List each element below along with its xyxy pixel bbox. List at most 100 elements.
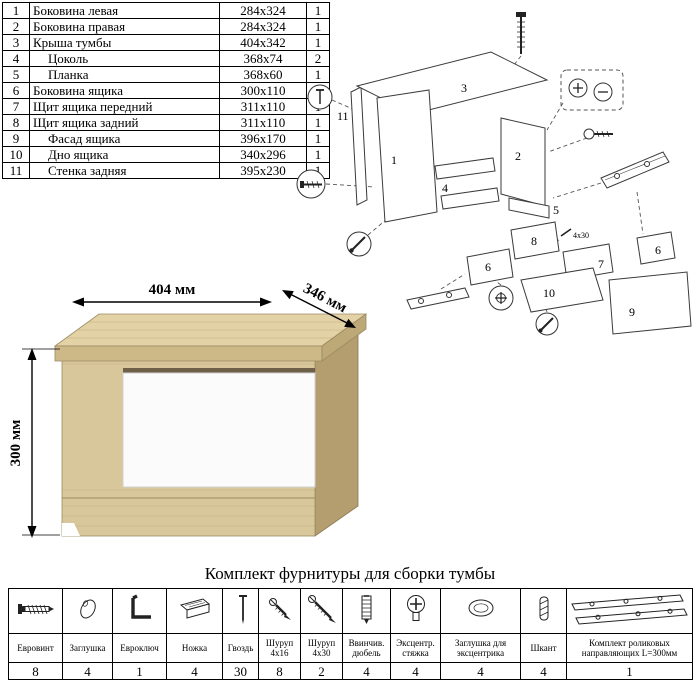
parts-row: 1 Боковина левая 284х324 1 bbox=[2, 2, 330, 19]
foot-icon bbox=[179, 597, 210, 619]
hardware-icons-row bbox=[8, 588, 693, 634]
part-name: Щит ящика задний bbox=[29, 114, 220, 131]
hw-qty: 1 bbox=[112, 662, 167, 680]
part-size: 300х110 bbox=[219, 82, 307, 99]
hw-name: Эксцентр. стяжка bbox=[390, 633, 441, 663]
hardware-title: Комплект фурнитуры для сборки тумбы bbox=[204, 564, 496, 583]
nail-icon bbox=[239, 594, 247, 624]
left-side-panel: 1 bbox=[376, 89, 438, 223]
hw-icon-cell bbox=[342, 588, 391, 634]
dowel-screw-icon bbox=[361, 594, 371, 624]
hardware-qty-row: 8 4 1 4 30 8 2 4 4 4 4 1 bbox=[8, 662, 693, 680]
parts-row: 11 Стенка задняя 395х230 1 bbox=[2, 162, 330, 179]
hw-name: Ввинчив. дюбель bbox=[342, 633, 391, 663]
drawer-side-left: 6 bbox=[466, 248, 514, 286]
hw-qty: 4 bbox=[520, 662, 567, 680]
nail-detail bbox=[307, 84, 333, 110]
dowel-screw-detail bbox=[583, 128, 613, 140]
parts-row: 7 Щит ящика передний 311х110 1 bbox=[2, 98, 330, 115]
part-label: 5 bbox=[553, 203, 559, 217]
part-name: Фасад ящика bbox=[29, 130, 220, 147]
part-number: 1 bbox=[2, 2, 30, 19]
hw-icon-cell bbox=[62, 588, 113, 634]
part-label: 6 bbox=[655, 243, 661, 257]
hw-name: Заглушка bbox=[62, 633, 113, 663]
hw-qty: 30 bbox=[222, 662, 259, 680]
part-label: 3 bbox=[461, 81, 467, 95]
product-drawing: 404 мм 346 мм 300 мм bbox=[8, 280, 385, 570]
hw-icon-cell bbox=[222, 588, 259, 634]
parts-row: 9 Фасад ящика 396х170 1 bbox=[2, 130, 330, 147]
hw-name: Комплект роликовых направляющих L=300мм bbox=[566, 633, 693, 663]
hw-qty: 4 bbox=[166, 662, 223, 680]
hw-qty: 4 bbox=[342, 662, 391, 680]
dowel-icon bbox=[539, 596, 548, 620]
top-panel-edge bbox=[54, 345, 323, 362]
part-name: Щит ящика передний bbox=[29, 98, 220, 115]
screw-4x16-icon bbox=[268, 597, 291, 620]
hw-qty: 4 bbox=[440, 662, 521, 680]
part-size: 404х342 bbox=[219, 34, 307, 51]
part-label: 10 bbox=[543, 286, 555, 300]
hw-icon-cell bbox=[520, 588, 567, 634]
screw-annotation: 4х30 bbox=[560, 228, 589, 240]
hw-icon-cell bbox=[566, 588, 693, 634]
part-label: 8 bbox=[531, 234, 537, 248]
part-label: 4 bbox=[442, 181, 448, 195]
hw-name: Заглушка для эксцентрика bbox=[440, 633, 521, 663]
nightstand-drawing bbox=[53, 313, 368, 537]
part-number: 2 bbox=[2, 18, 30, 35]
hw-name: Гвоздь bbox=[222, 633, 259, 663]
width-dimension: 404 мм bbox=[72, 282, 272, 307]
part-name: Планка bbox=[29, 66, 220, 83]
cam-fitting-detail bbox=[560, 69, 624, 111]
parts-row: 4 Цоколь 368х74 2 bbox=[2, 50, 330, 67]
drawer-back-shield: 8 bbox=[510, 221, 560, 260]
hw-qty: 4 bbox=[390, 662, 441, 680]
hw-icon-cell bbox=[166, 588, 223, 634]
part-number: 8 bbox=[2, 114, 30, 131]
parts-row: 2 Боковина правая 284х324 1 bbox=[2, 18, 330, 35]
drawer-bottom: 10 bbox=[520, 267, 604, 313]
height-dimension: 300 мм bbox=[8, 348, 60, 538]
rail-detail-right bbox=[600, 151, 670, 189]
euroscrew-detail bbox=[296, 169, 326, 199]
hexkey-icon bbox=[130, 593, 151, 619]
part-size: 311х110 bbox=[219, 114, 307, 131]
part-size: 311х110 bbox=[219, 98, 307, 115]
part-label: 6 bbox=[485, 260, 491, 274]
rail-detail-left bbox=[406, 287, 470, 310]
screw-detail-bottom bbox=[535, 312, 559, 336]
part-number: 11 bbox=[2, 162, 30, 179]
part-qty: 1 bbox=[306, 66, 330, 83]
hw-icon-cell bbox=[440, 588, 521, 634]
plinth-strips: 4 bbox=[434, 157, 500, 210]
part-name: Цоколь bbox=[29, 50, 220, 67]
part-name: Стенка задняя bbox=[29, 162, 220, 179]
screw-4x30-icon bbox=[307, 594, 336, 623]
hw-name: Евроключ bbox=[112, 633, 167, 663]
rail-set-icon bbox=[570, 593, 688, 625]
hw-qty: 1 bbox=[566, 662, 693, 680]
parts-row: 3 Крыша тумбы 404х342 1 bbox=[2, 34, 330, 51]
part-size: 396х170 bbox=[219, 130, 307, 147]
hw-icon-cell bbox=[112, 588, 167, 634]
hw-icon-cell bbox=[8, 588, 63, 634]
plug-icon bbox=[79, 599, 96, 618]
back-panel: 11 bbox=[337, 86, 368, 206]
part-number: 6 bbox=[2, 82, 30, 99]
width-label: 404 мм bbox=[149, 282, 196, 298]
exploded-diagram: 11 3 1 4 2 bbox=[295, 0, 700, 345]
hw-name: Шуруп 4х30 bbox=[300, 633, 343, 663]
hw-name: Шуруп 4х16 bbox=[258, 633, 301, 663]
euroscrew-icon bbox=[17, 603, 54, 614]
part-label: 2 bbox=[515, 149, 521, 163]
parts-row: 10 Дно ящика 340х296 1 bbox=[2, 146, 330, 163]
part-number: 7 bbox=[2, 98, 30, 115]
hardware-names-row: Евровинт Заглушка Евроключ Ножка Гвоздь … bbox=[8, 633, 693, 663]
part-size: 340х296 bbox=[219, 146, 307, 163]
leader-lines bbox=[325, 55, 644, 313]
drawer-side-right: 6 bbox=[636, 231, 676, 265]
right-side-panel: 2 bbox=[500, 117, 546, 207]
hw-name: Шкант bbox=[520, 633, 567, 663]
